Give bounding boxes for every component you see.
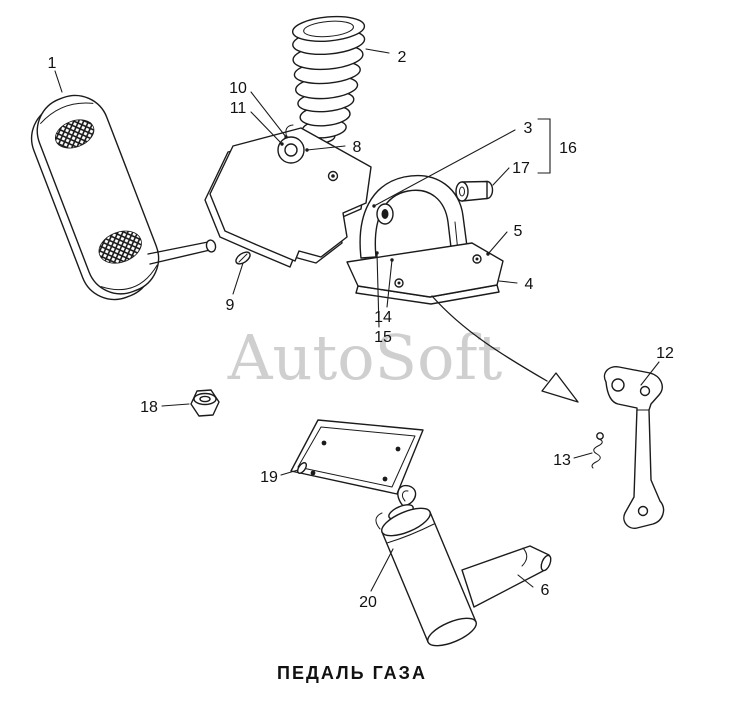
plate-clip <box>296 462 308 474</box>
callout-6: 6 <box>541 582 550 599</box>
retaining-clip <box>235 251 251 265</box>
rubber-boot <box>291 15 366 144</box>
watermark-text: AutoSoft <box>227 321 503 394</box>
pad-grip-top <box>54 119 95 149</box>
callout-18: 18 <box>140 399 158 416</box>
pedal-rod <box>147 239 217 265</box>
callout-14: 14 <box>374 309 392 326</box>
cone-tip <box>461 545 550 608</box>
pad-grip-bottom <box>98 230 142 264</box>
callout-16: 16 <box>559 140 577 157</box>
spring-clamp <box>375 512 383 530</box>
backing-plate <box>290 419 424 495</box>
direction-arrow <box>431 295 579 403</box>
base-flange <box>346 242 504 305</box>
callout-8: 8 <box>353 139 362 156</box>
callout-4: 4 <box>525 276 534 293</box>
diagram-caption: ПЕДАЛЬ ГАЗА <box>277 663 427 683</box>
callout-15: 15 <box>374 329 392 346</box>
lever-arm <box>603 366 665 529</box>
callout-10: 10 <box>229 80 247 97</box>
callout-20: 20 <box>359 594 377 611</box>
support-bracket <box>359 174 469 259</box>
callout-numbers: 1 2 10 11 8 3 16 17 5 4 9 14 15 18 12 13… <box>48 49 674 611</box>
callout-leaders <box>54 48 660 592</box>
cylinder-assembly <box>375 484 552 647</box>
group-bracket-16 <box>537 118 551 174</box>
callout-19: 19 <box>260 469 278 486</box>
callout-1: 1 <box>48 55 57 72</box>
mounting-plate <box>204 124 372 268</box>
hex-nut <box>190 389 220 417</box>
callout-12: 12 <box>656 345 674 362</box>
callout-5: 5 <box>514 223 523 240</box>
callout-17: 17 <box>512 160 530 177</box>
callout-9: 9 <box>226 297 235 314</box>
callout-11: 11 <box>230 100 247 117</box>
spring-screw <box>591 432 604 469</box>
callout-3: 3 <box>524 120 533 137</box>
pedal-pad <box>30 94 160 301</box>
bushing <box>455 180 494 202</box>
callout-13: 13 <box>553 452 571 469</box>
callout-2: 2 <box>398 49 407 66</box>
